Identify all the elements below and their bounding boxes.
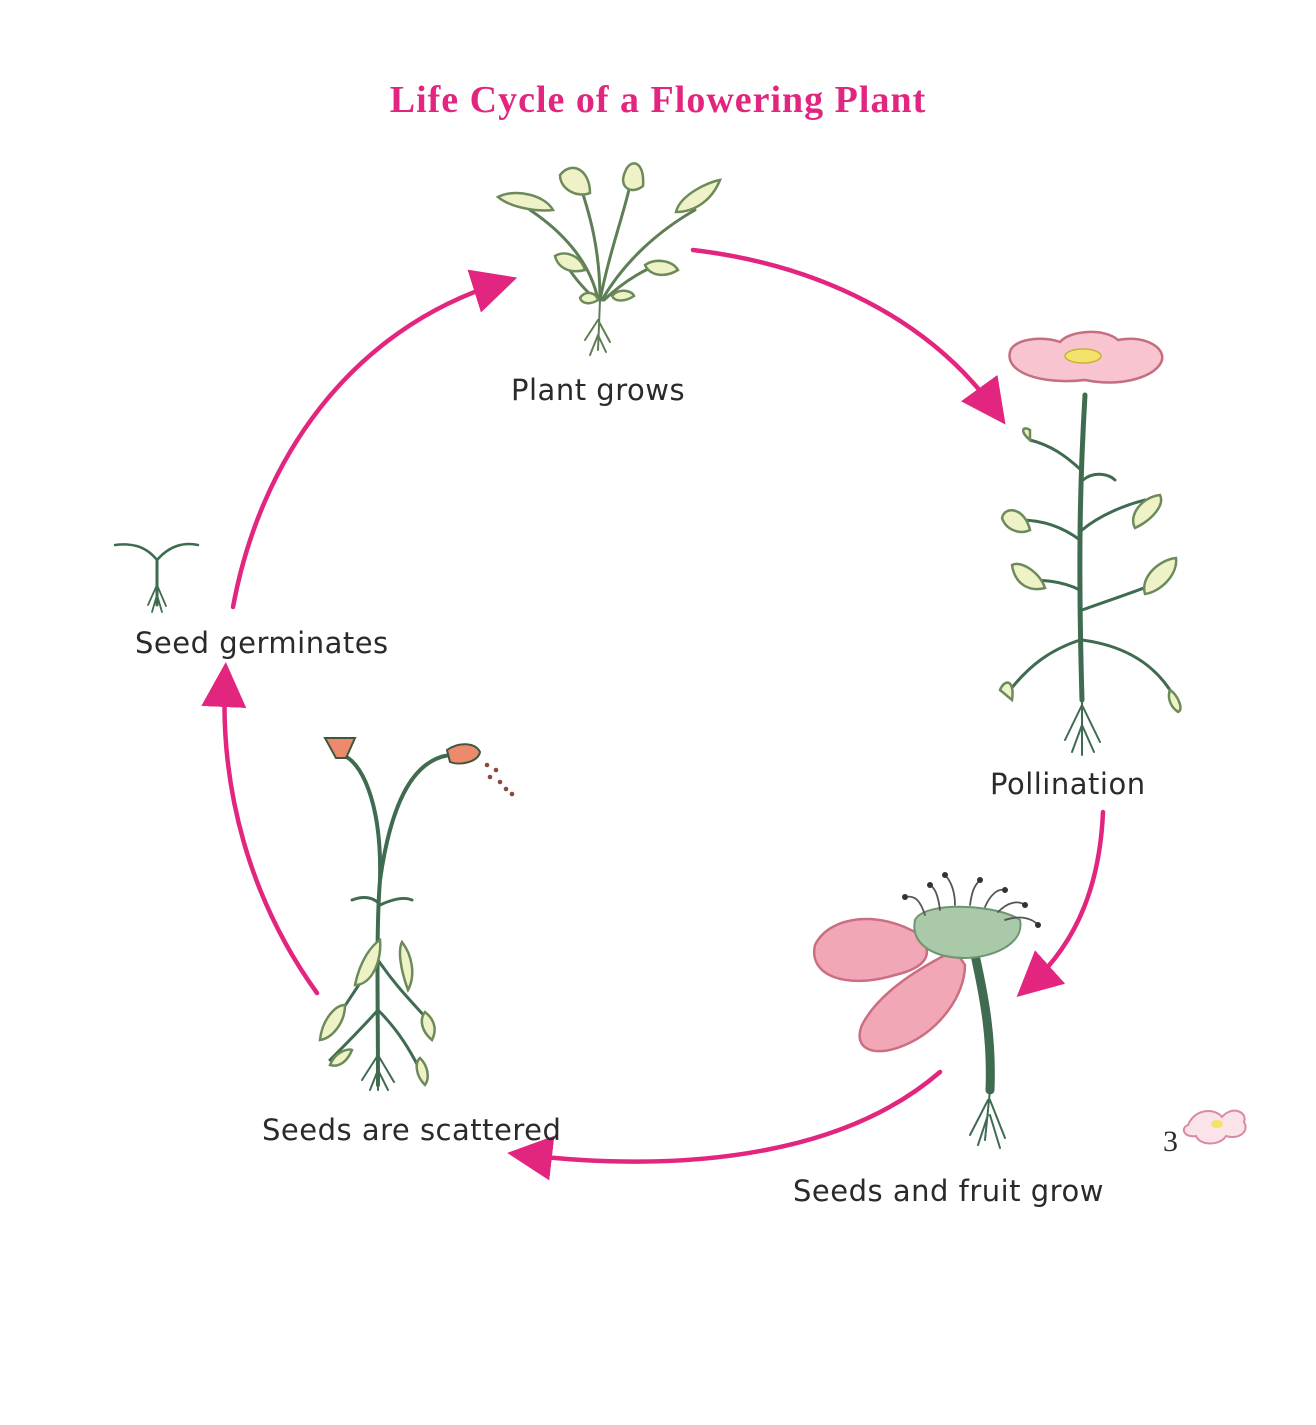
young-plant-icon [495,162,722,356]
page-number: 3 [1163,1125,1178,1158]
label-seed-germinates: Seed germinates [135,626,389,660]
label-pollination: Pollination [990,767,1146,801]
label-seeds-are-scattered: Seeds are scattered [262,1113,562,1147]
label-plant-grows: Plant grows [511,373,686,407]
arrow-germinates-to-grows [230,269,518,610]
small-flower-icon [1182,1109,1247,1145]
flower-head [1008,330,1164,384]
seed-pod-plant-icon [318,737,515,1091]
arrow-scattered-to-germinates [201,662,320,996]
fruiting-flower-icon [812,872,1041,1149]
seedling-icon [113,542,200,613]
flowering-plant-icon [998,330,1182,756]
arrow-pollination-to-fruit [1016,809,1106,998]
arrow-fruit-to-scattered [507,1069,943,1181]
cycle-arrows [201,247,1106,1181]
falling-seeds [484,762,515,797]
arrow-grows-to-pollination [690,247,1006,425]
page-title: Life Cycle of a Flowering Plant [389,79,927,121]
label-seeds-and-fruit-grow: Seeds and fruit grow [793,1174,1104,1208]
